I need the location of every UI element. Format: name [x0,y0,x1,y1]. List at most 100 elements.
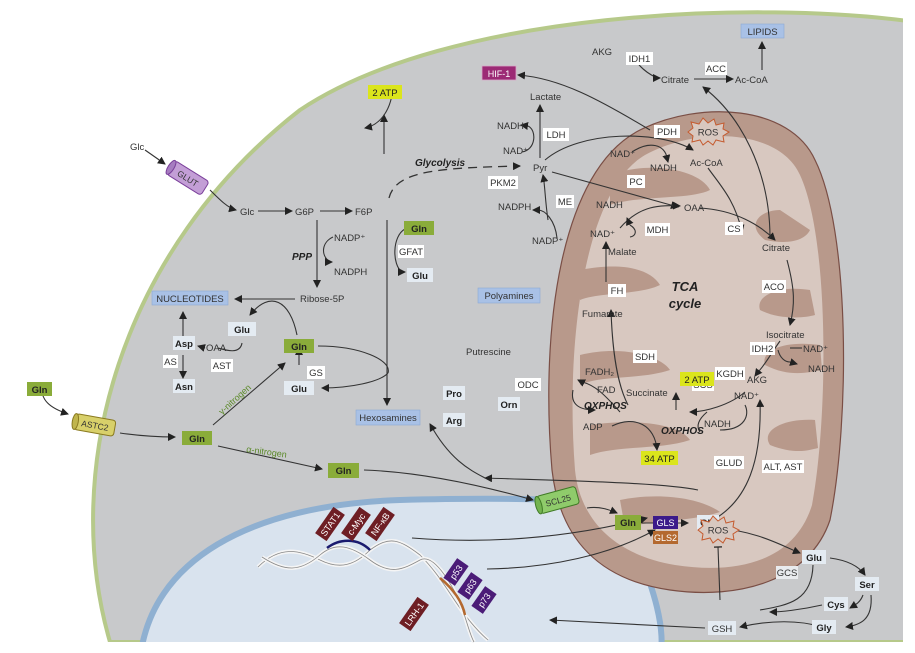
tf-p53: p53 [443,558,469,586]
svg-text:GSH: GSH [712,624,733,635]
svg-text:Glu: Glu [806,553,822,564]
enzyme-gfat: GFAT [398,245,424,258]
enzyme-idh2: IDH2 [750,342,775,355]
svg-text:Asn: Asn [175,382,193,393]
nad-idh2: NAD⁺ [803,344,828,355]
enzyme-cs: CS [725,222,743,235]
svg-text:FH: FH [611,286,624,297]
astc2-label: ASTC2 [81,418,110,433]
scl25-transporter: SCL25 [534,486,580,515]
hif1-box: HIF-1 [481,65,517,81]
svg-text:Gln: Gln [411,224,427,235]
svg-text:IDH2: IDH2 [752,344,774,355]
gln-gs: Gln [284,339,314,353]
svg-text:ACO: ACO [764,282,785,293]
orn: Orn [498,397,520,411]
nadh-pdh: NADH [650,163,677,174]
enzyme-pkm2: PKM2 [488,176,518,189]
svg-text:CS: CS [727,224,740,235]
svg-text:HIF-1: HIF-1 [488,69,511,79]
oaa-ast: OAA [206,343,227,354]
product-nucleotides: NUCLEOTIDES [151,290,229,306]
ros-mito-top: ROS [687,117,730,146]
pathway-arrows [41,41,872,630]
dna-binding-region-myc [326,539,371,551]
enzyme-pdh: PDH [654,125,680,138]
glc-outside: Glc [130,142,145,153]
atp-glycolysis: 2 ATP [368,85,402,99]
g6p: G6P [295,207,314,218]
enzyme-glud: GLUD [714,456,744,469]
enzyme-as: AS [163,355,178,368]
fadh2: FADH₂ [585,367,614,378]
enzyme-odc: ODC [515,378,541,391]
svg-text:34 ATP: 34 ATP [644,454,674,465]
nadh-idh2: NADH [808,364,835,375]
svg-text:ODC: ODC [517,380,538,391]
glu-gfat: Glu [407,268,433,282]
nadh-ldh: NADH [497,121,524,132]
pyruvate: Pyr [533,163,547,174]
svg-text:Pro: Pro [446,389,462,400]
dna-helix [256,539,490,643]
gln-gfat: Gln [404,221,434,235]
oxphos-label-1: OXPHOS [584,401,627,412]
glc-inside: Glc [240,207,255,218]
nadp-me: NADP⁺ [532,236,563,247]
enzyme-sdh: SDH [633,350,657,363]
isocitrate: Isocitrate [766,330,805,341]
glu-nucleotide: Glu [228,322,256,336]
svg-text:IDH1: IDH1 [629,54,651,65]
svg-text:AST: AST [213,361,232,372]
svg-text:Glu: Glu [291,384,307,395]
enzyme-gs: GS [307,366,325,379]
astc2-transporter: ASTC2 [71,413,117,437]
svg-text:Polyamines: Polyamines [484,291,533,302]
svg-text:GLS2: GLS2 [654,533,677,543]
enzyme-aco: ACO [762,280,786,293]
glu-gs: Glu [284,381,314,395]
svg-text:Gln: Gln [189,434,205,445]
nucleus [139,495,665,642]
cys: Cys [824,597,848,611]
product-hexosamines: Hexosamines [355,409,421,426]
acetyl-coa-cytosol: Ac-CoA [735,75,768,86]
nadh-mdh: NADH [596,200,623,211]
svg-text:ROS: ROS [708,526,729,537]
citrate-cytosol: Citrate [661,75,689,86]
svg-text:AS: AS [164,357,177,368]
enzyme-fh: FH [608,284,626,297]
nadph-ppp: NADPH [334,267,367,278]
enzyme-alt-ast: ALT, AST [762,460,804,473]
gln-cytosol-2: Gln [328,463,359,478]
enzyme-idh1: IDH1 [626,52,653,65]
metabolite-labels: Glc Glc G6P F6P NADP⁺ NADPH Ribose-5P OA… [130,47,835,433]
ros-mito-bottom: ROS [697,515,740,544]
enzyme-gcs: GCS [776,566,798,579]
tca-label-2: cycle [669,296,702,311]
putrescine: Putrescine [466,347,511,358]
svg-text:Gln: Gln [620,518,636,529]
gln-outside: Gln [27,382,52,396]
svg-text:Asp: Asp [175,339,193,350]
enzyme-ast: AST [211,359,233,372]
malate: Malate [608,247,637,258]
glycolysis-label: Glycolysis [415,158,465,169]
product-lipids: LIPIDS [740,23,785,39]
gly: Gly [812,620,836,634]
gln-mito: Gln [615,515,641,530]
svg-text:2 ATP: 2 ATP [372,88,397,99]
svg-text:GFAT: GFAT [399,247,423,258]
akg-cytosol: AKG [592,47,612,58]
svg-text:Glu: Glu [412,271,428,282]
svg-text:GLS: GLS [656,518,674,528]
gln-cytosol-1: Gln [182,431,212,445]
tca-label-1: TCA [672,279,699,294]
svg-text:ACC: ACC [706,64,726,75]
svg-text:Arg: Arg [446,416,463,427]
svg-text:Gln: Gln [291,342,307,353]
enzyme-kgdh: KGDH [715,367,745,380]
svg-text:Gly: Gly [816,623,832,634]
tf-p73: p73 [471,586,497,614]
